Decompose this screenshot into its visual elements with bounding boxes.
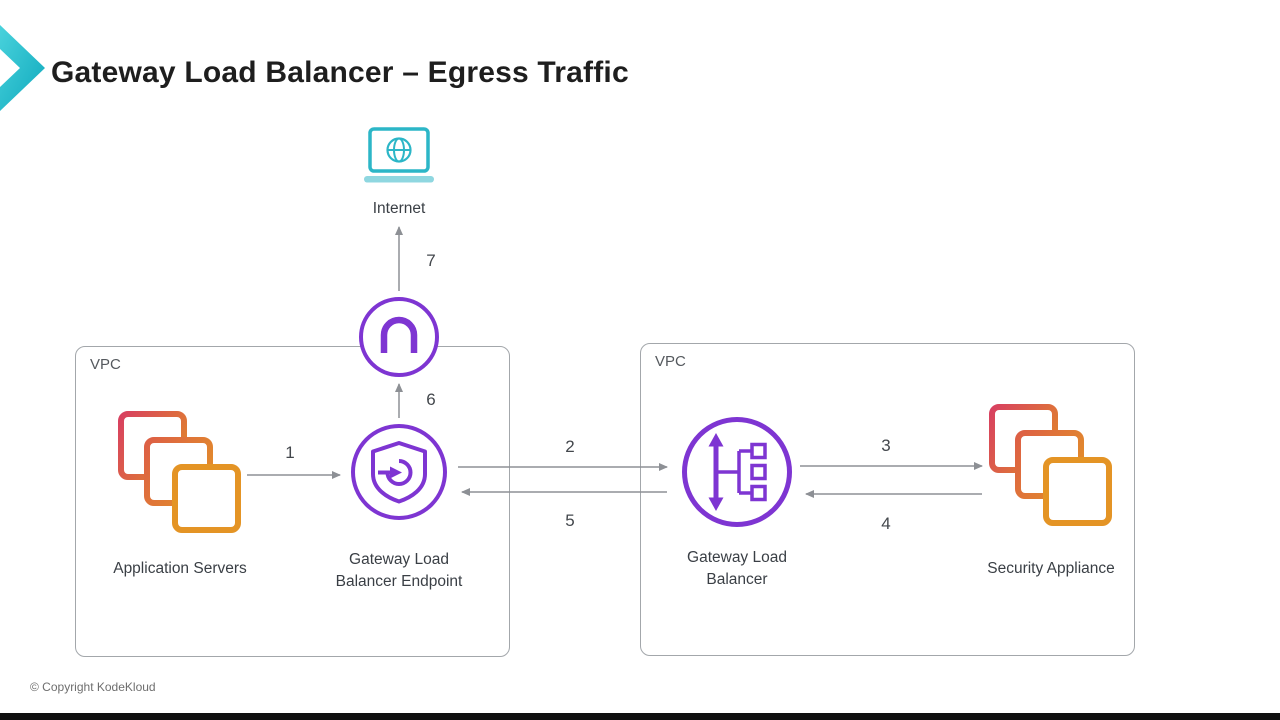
vpc-left-box	[75, 346, 510, 657]
application-servers-label: Application Servers	[113, 560, 247, 577]
step-6-label: 6	[426, 390, 436, 409]
application-servers-icon	[118, 411, 241, 533]
gwlb-icon	[682, 417, 792, 527]
page-title: Gateway Load Balancer – Egress Traffic	[51, 56, 629, 89]
gwlb-label: Gateway Load Balancer	[687, 549, 787, 588]
step-3-label: 3	[881, 436, 891, 455]
internet-icon	[364, 127, 434, 183]
footer-copyright: © Copyright KodeKloud	[30, 680, 156, 694]
vpc-left-label: VPC	[90, 356, 121, 373]
bottom-bar	[0, 713, 1280, 720]
vpc-right-label: VPC	[655, 353, 686, 370]
security-appliance-label: Security Appliance	[987, 560, 1115, 577]
internet-label: Internet	[372, 200, 426, 217]
step-7-label: 7	[426, 251, 436, 270]
vpc-right-box	[640, 343, 1135, 656]
step-1-label: 1	[285, 443, 295, 462]
step-5-label: 5	[565, 511, 575, 530]
security-appliance-icon	[989, 404, 1112, 526]
gwlb-endpoint-icon	[351, 424, 447, 520]
gwlb-endpoint-label: Gateway Load Balancer Endpoint	[335, 551, 463, 590]
internet-gateway-icon	[359, 297, 439, 377]
accent-chevron-icon	[0, 25, 45, 111]
step-2-label: 2	[565, 437, 575, 456]
step-4-label: 4	[881, 514, 891, 533]
